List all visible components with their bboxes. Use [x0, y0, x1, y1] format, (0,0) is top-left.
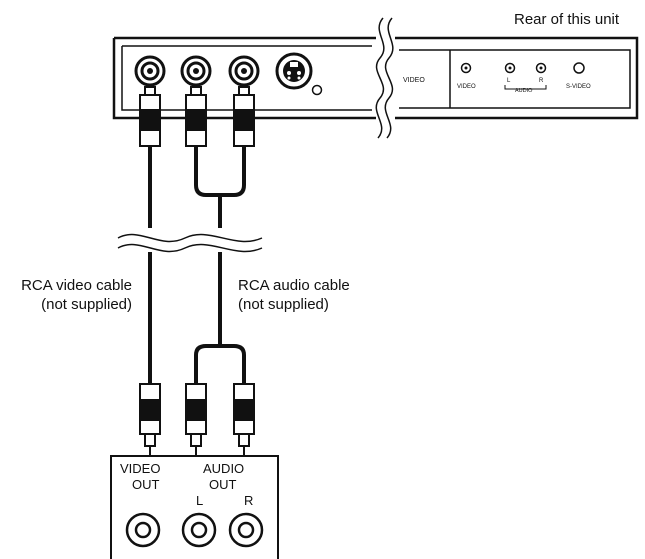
rear-of-unit-label: Rear of this unit [514, 11, 620, 28]
rear-screw-icon [311, 84, 323, 96]
source-device-panel [110, 455, 279, 559]
upper-audio-left-plug [185, 86, 207, 147]
upper-audio-right-plug [233, 86, 255, 147]
front-video-mini-jack [460, 62, 472, 74]
panel-jack-r-label: R [539, 78, 544, 84]
video-cable-label-line2: (not supplied) [41, 296, 132, 313]
video-out-label-line2: OUT [132, 477, 160, 492]
audio-bracket-line [504, 85, 547, 90]
source-video-out-jack [125, 512, 161, 548]
source-audio-right-jack [228, 512, 264, 548]
audio-cable [194, 146, 246, 384]
video-cable-label-line1: RCA video cable [21, 277, 132, 294]
rear-audio-right-jack [228, 55, 260, 87]
panel-jack-l-label: L [507, 78, 511, 84]
video-out-label-line1: VIDEO [120, 461, 160, 476]
audio-right-label: R [244, 493, 253, 508]
audio-out-label-line1: AUDIO [203, 461, 244, 476]
rear-unit-panel [112, 17, 639, 139]
upper-video-plug [139, 86, 161, 147]
panel-video-label: VIDEO [403, 77, 425, 84]
rear-video-jack [134, 55, 166, 87]
rear-audio-left-jack [180, 55, 212, 87]
cable-break-mark [117, 229, 264, 253]
audio-cable-label-line1: RCA audio cable [238, 277, 350, 294]
lower-audio-right-plug [233, 383, 255, 456]
source-audio-left-jack [181, 512, 217, 548]
lower-video-plug [139, 383, 161, 456]
audio-out-label-line2: OUT [209, 477, 237, 492]
front-svideo-mini-jack [573, 62, 585, 74]
audio-left-label: L [196, 493, 203, 508]
rear-svideo-jack [275, 52, 313, 90]
audio-cable-label-line2: (not supplied) [238, 296, 329, 313]
panel-audio-bracket-label: AUDIO [515, 88, 533, 94]
panel-jack-video-label: VIDEO [457, 84, 476, 90]
lower-audio-left-plug [185, 383, 207, 456]
front-audio-r-mini-jack [535, 62, 547, 74]
panel-jack-svideo-label: S-VIDEO [566, 84, 591, 90]
front-audio-l-mini-jack [504, 62, 516, 74]
